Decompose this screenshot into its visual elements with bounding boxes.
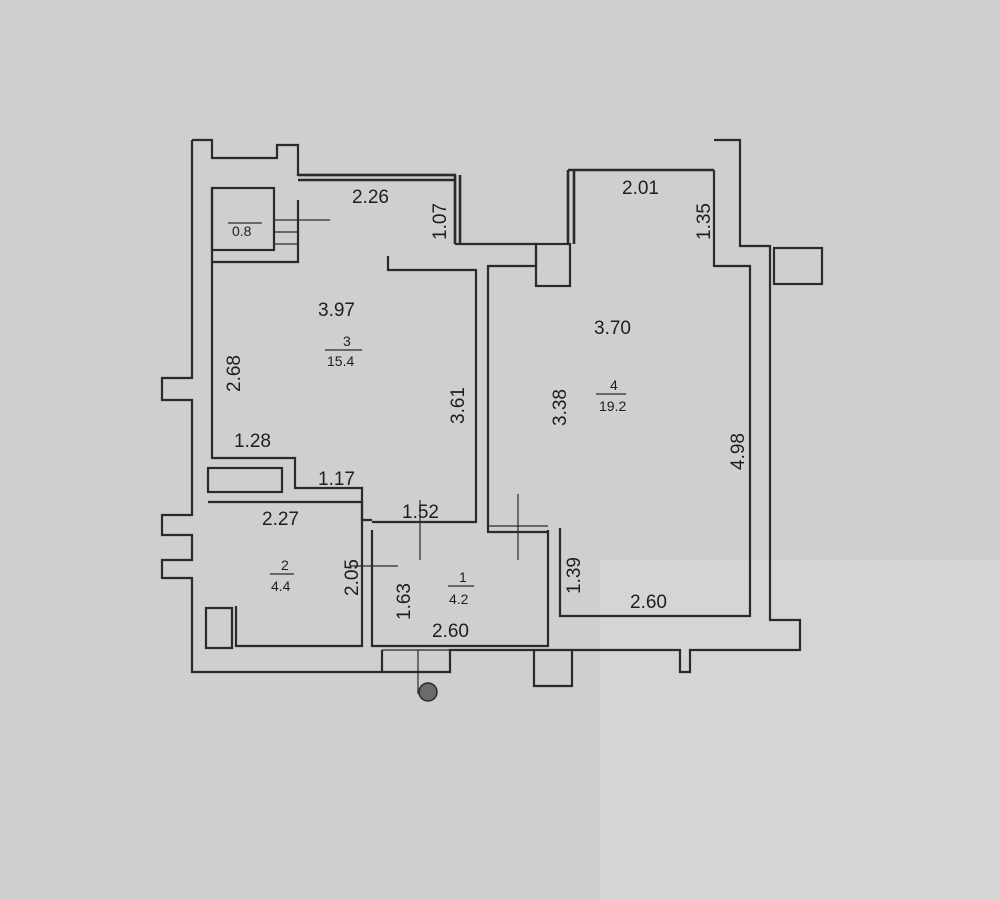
dim-room4-bottom: 2.60 xyxy=(630,592,667,613)
balcony-side xyxy=(212,200,300,264)
corridor-walls xyxy=(370,530,550,648)
bottom-wall xyxy=(380,648,574,688)
walls xyxy=(160,138,824,702)
bottom-wall-right xyxy=(572,640,802,674)
bath-shelf xyxy=(206,466,284,494)
room-3-number: 3 xyxy=(343,333,351,349)
dim-room4-right: 4.98 xyxy=(728,433,749,470)
dim-room4-step: 1.39 xyxy=(564,557,585,594)
dim-room3-right: 3.61 xyxy=(448,387,469,424)
room-2-area: 4.4 xyxy=(271,578,291,594)
dim-room4-left: 3.38 xyxy=(550,389,571,426)
dim-room1-bottom: 2.60 xyxy=(432,621,469,642)
room-3-area: 15.4 xyxy=(327,353,354,369)
balcony-box xyxy=(210,186,276,252)
room-balcony-area: 0.8 xyxy=(232,223,252,239)
room-4-area: 19.2 xyxy=(599,398,626,414)
dim-room2-width: 2.27 xyxy=(262,509,299,530)
balcony-right xyxy=(772,246,824,286)
dimensions: 2.26 1.07 3.97 2.68 3.61 1.28 1.17 2.27 … xyxy=(224,178,749,642)
room-1-area: 4.2 xyxy=(449,591,469,607)
room-labels: 0.8 3 15.4 4 19.2 2 4.4 1 4.2 xyxy=(228,222,626,607)
bathroom-walls xyxy=(208,500,364,648)
room-1-number: 1 xyxy=(459,569,467,585)
outer-wall-right xyxy=(714,138,802,640)
bath-fixture xyxy=(204,606,234,650)
dim-room1-height: 1.63 xyxy=(394,583,415,620)
dim-room2-height: 2.05 xyxy=(342,559,363,596)
entry-marker xyxy=(418,682,438,702)
dim-room3-bottom-left: 1.28 xyxy=(234,431,271,452)
partition-3-4 xyxy=(372,256,478,524)
dim-room4-niche: 1.35 xyxy=(694,203,715,240)
dim-room1-top: 1.52 xyxy=(402,502,439,523)
room-2-number: 2 xyxy=(281,557,289,573)
dim-room4-width: 3.70 xyxy=(594,318,631,339)
dim-balcony-window: 1.07 xyxy=(430,203,451,240)
dim-room3-left: 2.68 xyxy=(224,355,245,392)
dim-balcony-top: 2.26 xyxy=(352,187,389,208)
dim-room3-width: 3.97 xyxy=(318,300,355,321)
column-top xyxy=(534,242,572,288)
outer-wall-left-inner xyxy=(160,140,382,674)
inner-wall-right xyxy=(558,170,752,618)
room-4-number: 4 xyxy=(610,377,618,393)
partition-3-4-b xyxy=(455,242,548,534)
dim-room3-bottom: 1.17 xyxy=(318,469,355,490)
dim-room4-window: 2.01 xyxy=(622,178,659,199)
